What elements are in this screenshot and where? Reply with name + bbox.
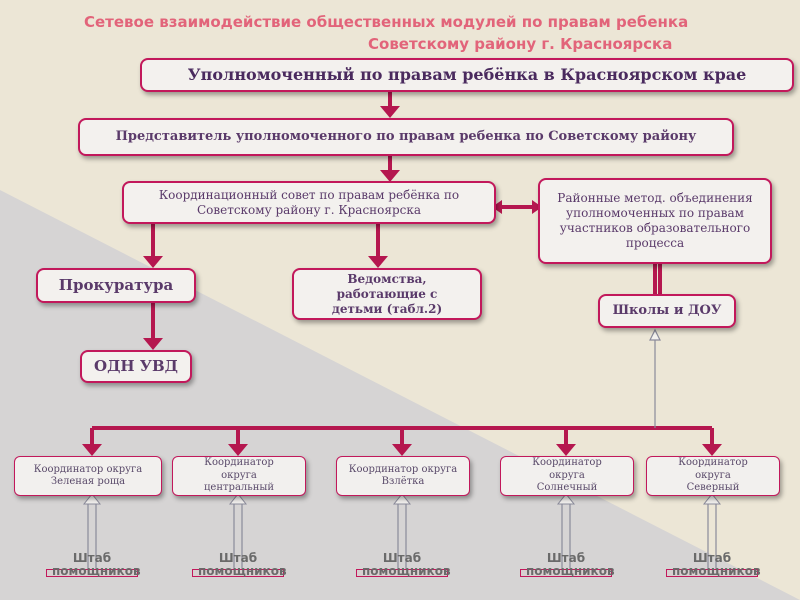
staff-bar [666, 569, 758, 577]
ombudsman-box: Уполномоченный по правам ребёнка в Красн… [140, 58, 794, 92]
coordinator-box-solnechny: Координатор округа Солнечный [500, 456, 634, 496]
staff-bar [356, 569, 448, 577]
diagram-title-line2: Советскому району г. Красноярска [368, 35, 673, 53]
coordinator-box-vzletka: Координатор округа Взлётка [336, 456, 470, 496]
staff-label: Штаб помощников [198, 551, 287, 578]
odn-box: ОДН УВД [80, 350, 192, 383]
staff-bar [192, 569, 284, 577]
agencies-box: Ведомства, работающие с детьми (табл.2) [292, 268, 482, 320]
coordinator-box-severny: Координатор округа Северный [646, 456, 780, 496]
coordinator-box-central: Координатор округа центральный [172, 456, 306, 496]
diagram-title-line1: Сетевое взаимодействие общественных моду… [84, 13, 689, 31]
council-box: Координационный совет по правам ребёнка … [122, 181, 496, 224]
prosecutor-box: Прокуратура [36, 268, 196, 303]
methodical-box: Районные метод. объединения уполномоченн… [538, 178, 772, 264]
staff-bar [46, 569, 138, 577]
staff-label: Штаб помощников [526, 551, 615, 578]
staff-bar [520, 569, 612, 577]
staff-label: Штаб помощников [362, 551, 451, 578]
representative-box: Представитель уполномоченного по правам … [78, 118, 734, 156]
schools-box: Школы и ДОУ [598, 294, 736, 328]
staff-label: Штаб помощников [672, 551, 761, 578]
staff-label: Штаб помощников [52, 551, 141, 578]
coordinator-box-green-grove: Координатор округа Зеленая роща [14, 456, 162, 496]
